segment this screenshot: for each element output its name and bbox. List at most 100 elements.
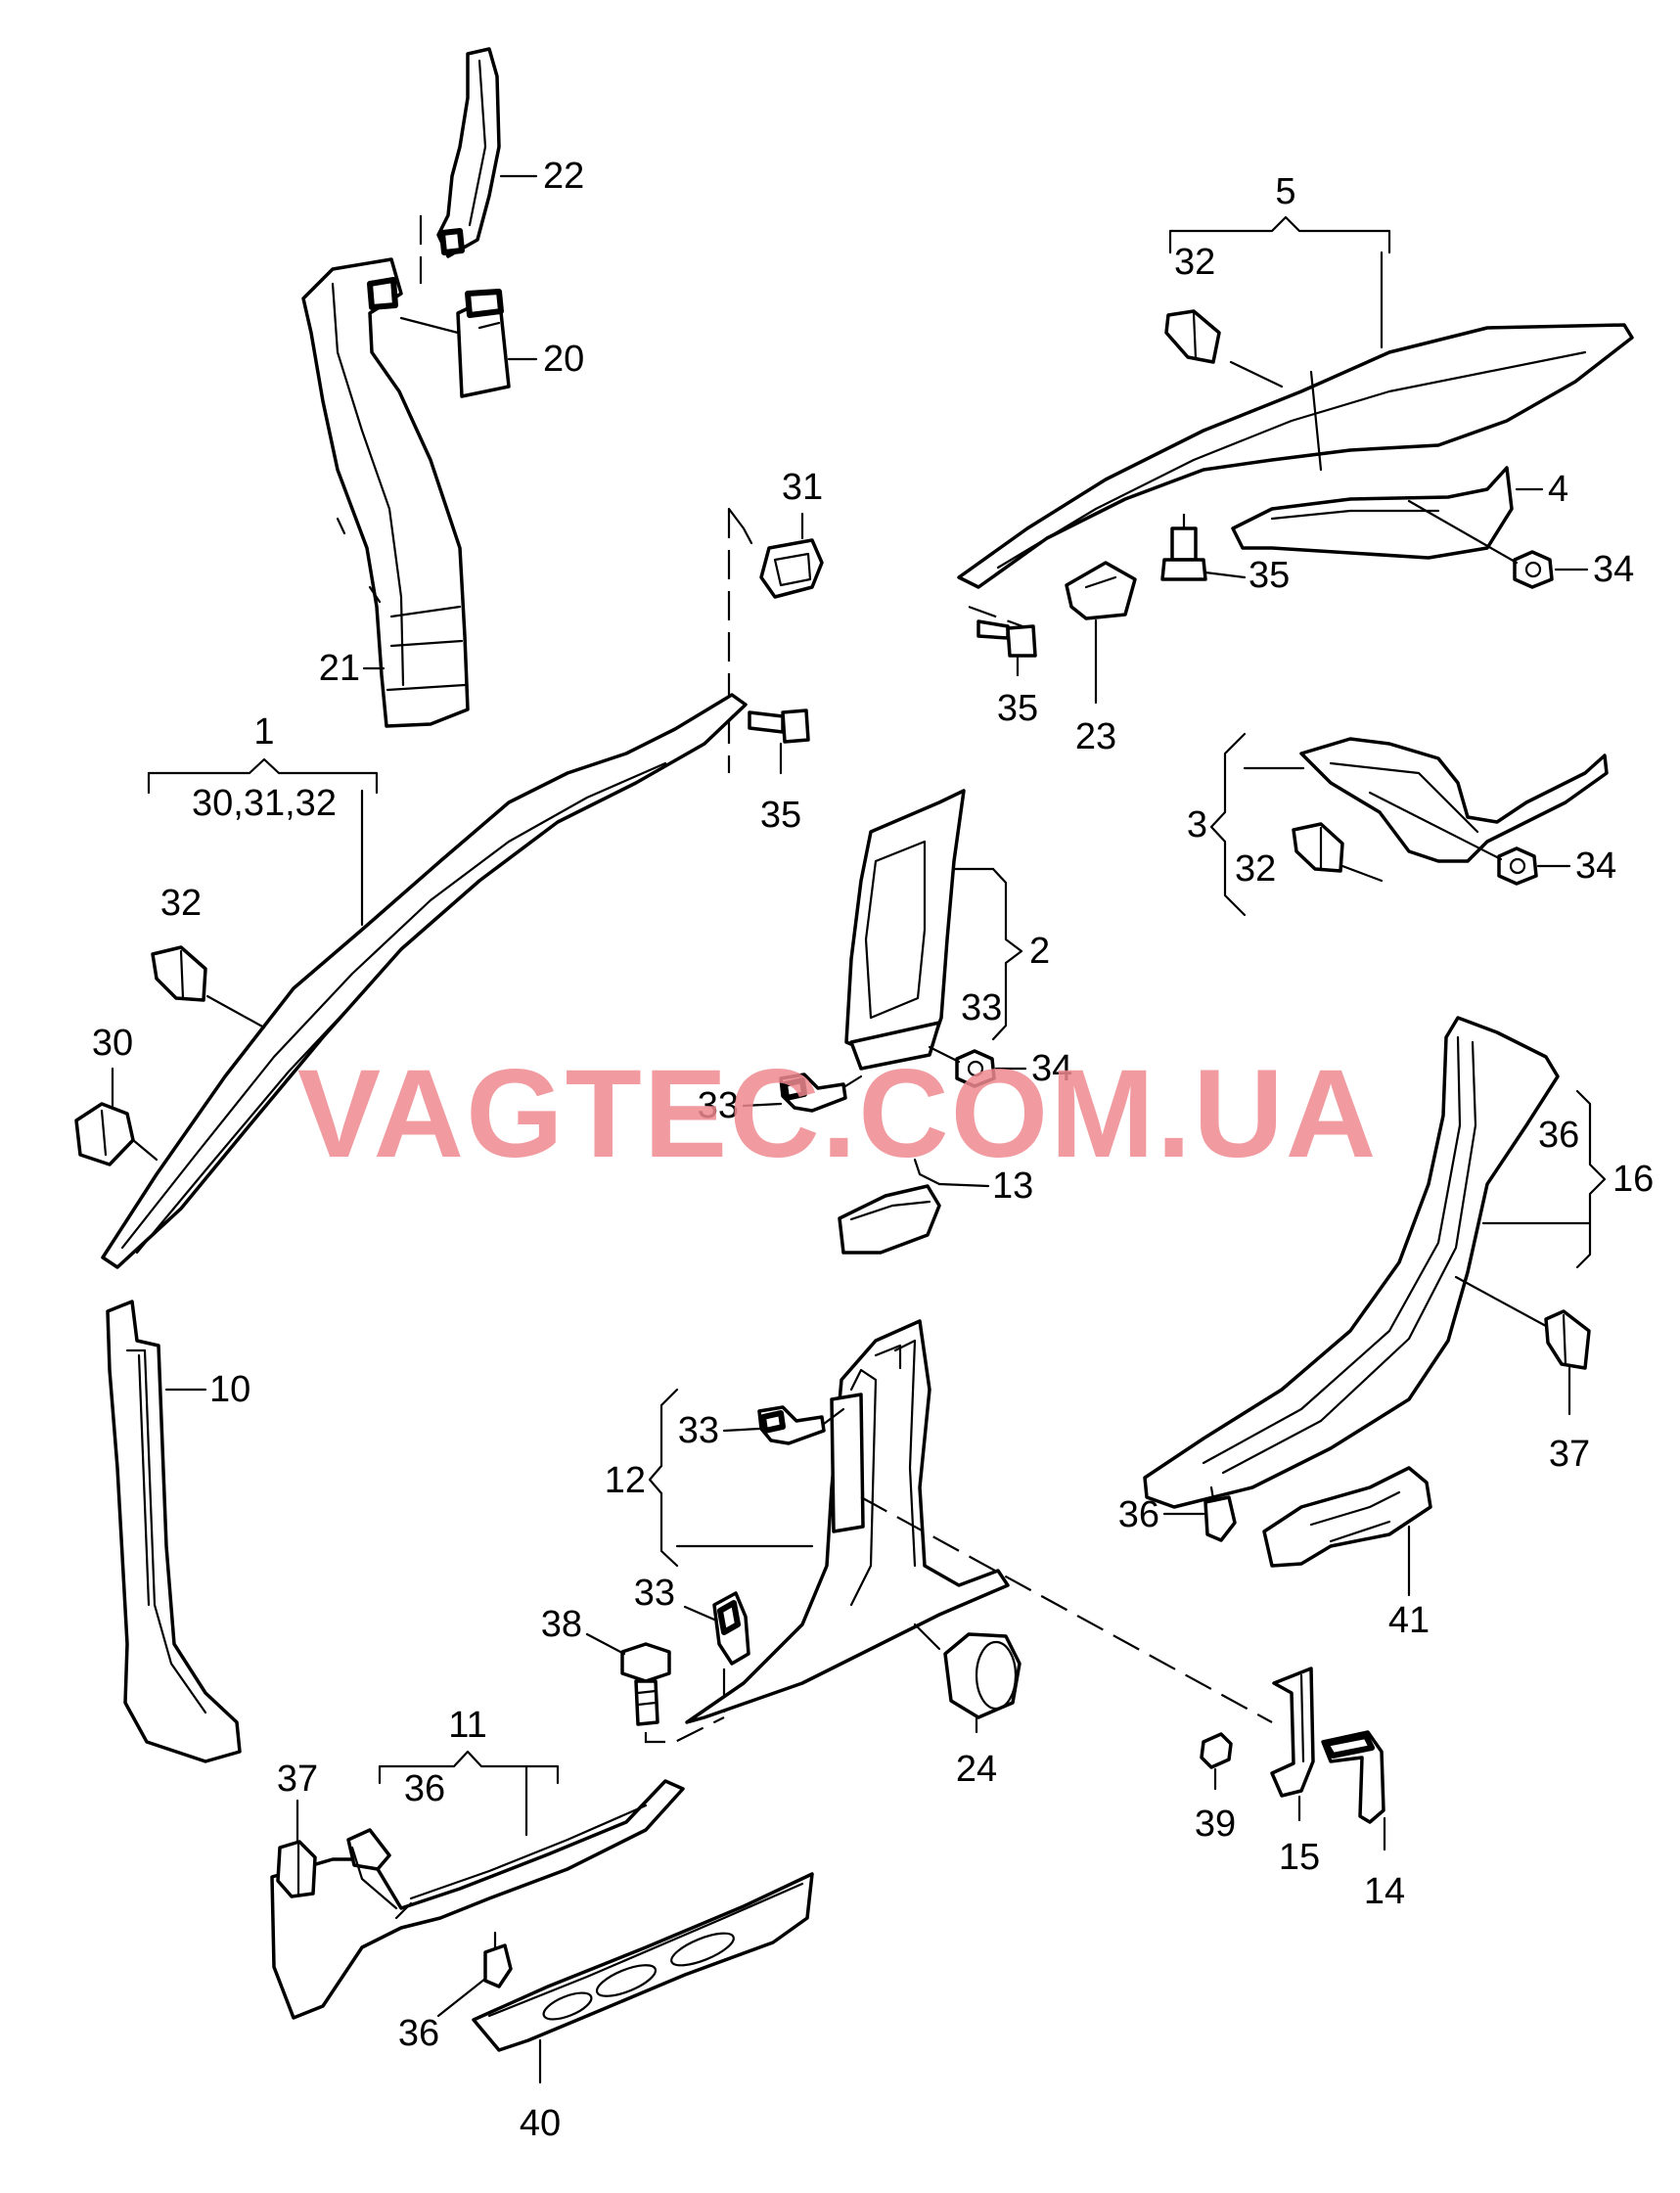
part-36-clip-sill[interactable] (1203, 1495, 1237, 1542)
callout-33-c: 33 (678, 1410, 719, 1451)
leader-32-r3 (1340, 864, 1384, 883)
callout-23: 23 (1075, 716, 1116, 757)
callout-33-d: 33 (634, 1573, 675, 1614)
brace-3 (1209, 732, 1247, 917)
callout-38: 38 (541, 1604, 582, 1645)
callout-34-b: 34 (1031, 1048, 1072, 1089)
leader-32-left (205, 994, 266, 1029)
brace-2 (991, 867, 1023, 1041)
part-32-clip-left[interactable] (151, 945, 207, 1002)
leader-33-b-link (843, 1074, 863, 1088)
part-10-a-pillar-lower-trim[interactable] (106, 1300, 242, 1763)
callout-36-r: 36 (1538, 1115, 1579, 1156)
dash-12-to-15 (860, 1496, 1273, 1723)
part-34-nut-b[interactable] (955, 1049, 996, 1088)
part-13-cover[interactable] (838, 1184, 941, 1255)
callout-1: 1 (253, 711, 274, 753)
leader-34-r3-link (1368, 791, 1503, 861)
part-35-screw-mid[interactable] (976, 619, 1037, 658)
callout-13: 13 (992, 1165, 1033, 1207)
part-31-grab-cover[interactable] (759, 538, 824, 599)
brace-16 (1575, 1089, 1607, 1269)
part-3-trim[interactable] (1299, 737, 1609, 863)
callout-33-b: 33 (961, 987, 1002, 1028)
callout-22: 22 (543, 156, 584, 197)
part-38-bolt[interactable] (620, 1642, 671, 1726)
brace-12 (648, 1388, 679, 1568)
clip-31-arm (727, 507, 753, 545)
part-37-clip-l[interactable] (276, 1840, 317, 1898)
part-36-clip-l[interactable] (483, 1943, 513, 1988)
part-1-a-pillar-trim[interactable] (101, 693, 748, 1269)
leader-30-link (131, 1138, 159, 1162)
part-14-handle[interactable] (1321, 1730, 1385, 1824)
part-32-clip-top[interactable] (1164, 309, 1221, 364)
callout-41: 41 (1388, 1600, 1430, 1641)
part-22-upper-air-duct[interactable] (436, 47, 501, 258)
part-40-sill-cover[interactable] (472, 1872, 814, 2052)
part-20-bracket[interactable] (456, 289, 511, 398)
callout-15: 15 (1279, 1837, 1320, 1878)
leader-33-c (722, 1427, 761, 1433)
callout-2: 2 (1029, 931, 1050, 972)
brace-1 (147, 757, 379, 795)
callout-31: 31 (782, 467, 823, 508)
callout-33-b2: 33 (698, 1085, 739, 1126)
callout-34-r3: 34 (1575, 845, 1616, 887)
part-21-air-duct[interactable] (301, 257, 470, 728)
callout-24: 24 (956, 1749, 997, 1790)
callout-40: 40 (520, 2103, 561, 2144)
callout-11: 11 (448, 1705, 486, 1746)
part-12-b-pillar-lower-trim[interactable] (685, 1319, 1010, 1724)
callout-21: 21 (319, 648, 360, 689)
callout-32-left: 32 (160, 883, 202, 924)
callout-20: 20 (543, 339, 584, 380)
part-34-nut-r3[interactable] (1497, 846, 1538, 886)
callout-39: 39 (1195, 1804, 1236, 1845)
callout-14: 14 (1364, 1871, 1405, 1912)
part-15-bracket[interactable] (1270, 1667, 1315, 1798)
callout-3: 3 (1187, 804, 1207, 845)
leader-36-sill-link (1209, 1485, 1215, 1501)
part-35-screw-left[interactable] (748, 708, 810, 744)
callout-35-top: 35 (1249, 555, 1290, 596)
part-33-clip-d[interactable] (712, 1591, 750, 1666)
callout-1-sub: 30,31,32 (192, 783, 337, 824)
callout-34-top: 34 (1593, 549, 1634, 590)
part-2-b-pillar-upper-trim[interactable] (844, 789, 966, 1071)
dash-35-mid (968, 605, 1023, 628)
callout-35-mid: 35 (997, 688, 1038, 729)
callout-16: 16 (1612, 1159, 1654, 1200)
leader-32-top (1229, 360, 1284, 388)
part-5-rear-side-trim[interactable] (957, 323, 1634, 589)
leader-35-top (1203, 571, 1247, 579)
leader-33-d (683, 1605, 716, 1622)
part-32-clip-r3[interactable] (1292, 822, 1344, 873)
callout-32-top: 32 (1174, 242, 1215, 283)
callout-36-l: 36 (398, 2013, 439, 2054)
part-30-clip[interactable] (74, 1102, 135, 1166)
part-11-front-sill-trim[interactable] (270, 1779, 685, 2020)
callout-37-r: 37 (1549, 1434, 1590, 1475)
leader-37-r-link (1454, 1275, 1548, 1328)
part-33-clip-b[interactable] (779, 1073, 847, 1113)
leader-38 (585, 1632, 626, 1656)
part-41-sill-cover[interactable] (1262, 1466, 1432, 1568)
callout-4: 4 (1548, 469, 1568, 510)
callout-32-r3: 32 (1235, 848, 1276, 890)
leader-34-b-link (928, 1045, 961, 1064)
part-24-cap[interactable] (943, 1632, 1022, 1719)
part-35-screw-top[interactable] (1160, 526, 1207, 581)
part-16-rear-quarter-trim[interactable] (1143, 1016, 1560, 1509)
part-23-retainer[interactable] (1065, 561, 1137, 620)
callout-5: 5 (1275, 171, 1295, 212)
callout-11-sub: 36 (404, 1768, 445, 1809)
part-33-clip-c[interactable] (757, 1405, 826, 1445)
callout-10: 10 (209, 1369, 250, 1410)
leader-33-b2 (742, 1102, 783, 1108)
callout-12: 12 (605, 1460, 646, 1501)
part-39-clip[interactable] (1200, 1732, 1233, 1769)
part-34-nut-top[interactable] (1513, 550, 1554, 589)
part-37-clip-r[interactable] (1544, 1309, 1591, 1370)
